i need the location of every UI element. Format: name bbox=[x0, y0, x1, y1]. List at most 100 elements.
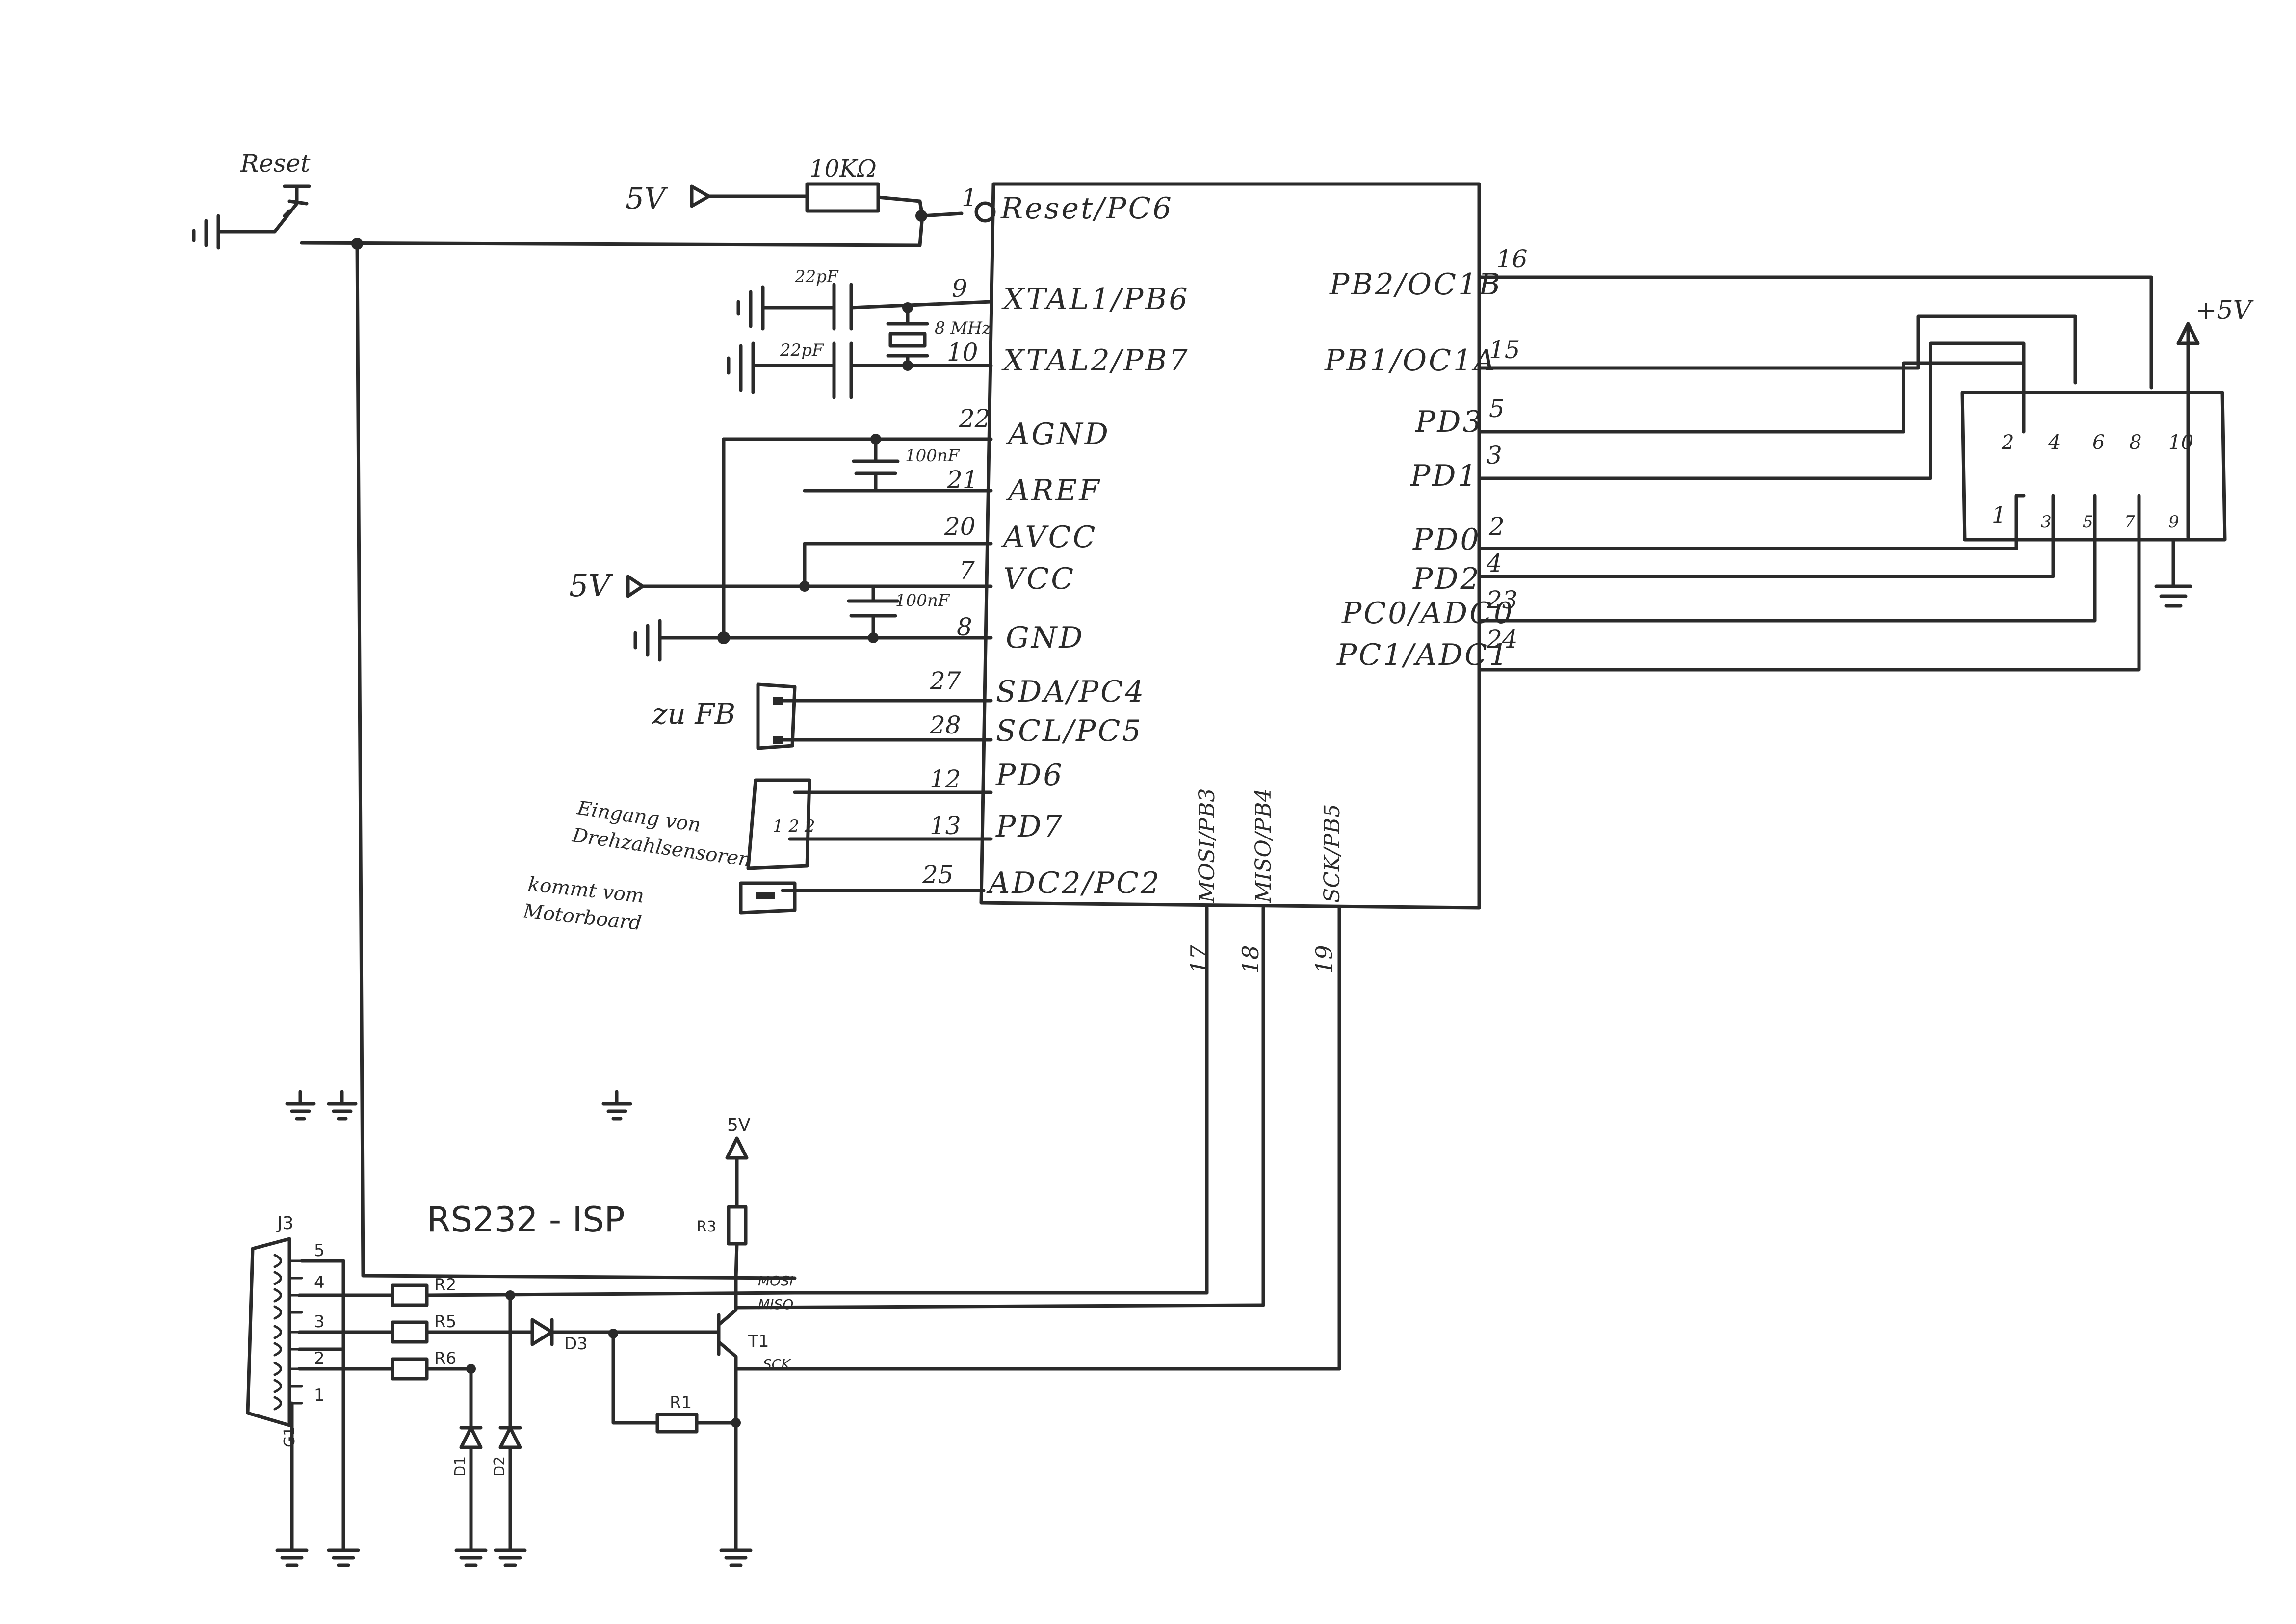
reset-supply-label: 5V bbox=[626, 182, 668, 216]
j3-label: J3 bbox=[276, 1213, 294, 1233]
miso-pin-num: 18 bbox=[1237, 945, 1264, 974]
pb2-pin-num: 16 bbox=[1496, 245, 1528, 273]
vcc-pin-label: VCC bbox=[1003, 562, 1075, 596]
crystal-freq-label: 8 MHz bbox=[935, 318, 991, 338]
crystal-circuit: 22pF 22pF 8 MHz 9 XTAL1/PB6 10 XTAL2/PB7 bbox=[727, 267, 1190, 399]
miso-pin-label: MISO/PB4 bbox=[1251, 788, 1276, 903]
pd3-pin-num: 5 bbox=[1489, 394, 1505, 423]
aref-cap-label: 100nF bbox=[905, 446, 960, 466]
d3-label: D3 bbox=[564, 1334, 588, 1354]
vcc-supply-label: 5V bbox=[569, 568, 613, 603]
vcc-cap-label: 100nF bbox=[895, 591, 950, 610]
header-pin-6-label: 6 bbox=[2092, 431, 2105, 454]
sck-pin-label: SCK/PB5 bbox=[1320, 804, 1345, 903]
db9-pin-5-num: 5 bbox=[314, 1241, 325, 1260]
r2-label: R2 bbox=[434, 1275, 456, 1295]
t1-label: T1 bbox=[748, 1332, 769, 1351]
agnd-pin-num: 22 bbox=[959, 404, 991, 433]
adc2-pin-label: ADC2/PC2 bbox=[986, 866, 1161, 900]
xtal1-pin-num: 9 bbox=[952, 274, 967, 303]
pd0-pin-num: 2 bbox=[1488, 512, 1505, 541]
resistor-r2 bbox=[391, 1283, 429, 1307]
rs232-title: RS232 - ISP bbox=[427, 1200, 625, 1240]
resistor-10k bbox=[805, 182, 880, 213]
db9-pin-8 bbox=[273, 1305, 303, 1320]
pd2-pin-label: PD2 bbox=[1412, 562, 1481, 596]
scl-pin-num: 28 bbox=[929, 711, 961, 739]
header-pin-10-label: 10 bbox=[2168, 431, 2193, 454]
isp-pins: MOSI/PB3 MISO/PB4 SCK/PB5 17 18 19 bbox=[1186, 788, 1345, 1371]
header-pin-7-label: 7 bbox=[2124, 512, 2135, 532]
fb-label: zu FB bbox=[652, 697, 735, 731]
gnd-pin-label: GND bbox=[1006, 621, 1085, 655]
db9-pin-1-num: 1 bbox=[314, 1386, 325, 1405]
crystal-cap2-label: 22pF bbox=[780, 341, 824, 360]
header-pin-5-label: 5 bbox=[2083, 512, 2093, 532]
avcc-pin-num: 20 bbox=[944, 512, 976, 541]
header-pin-4-label: 4 bbox=[2048, 431, 2061, 454]
r6-label: R6 bbox=[434, 1349, 456, 1368]
header-supply-label: +5V bbox=[2195, 296, 2254, 325]
pd7-pin-num: 13 bbox=[930, 812, 961, 840]
resistor-r1 bbox=[655, 1413, 699, 1434]
header-pin-1-label: 1 bbox=[1992, 501, 2006, 528]
db9-pin-3-num: 3 bbox=[314, 1312, 325, 1332]
adc2-pin-num: 25 bbox=[922, 861, 954, 889]
rs232-supply-label: 5V bbox=[727, 1115, 751, 1135]
r3-label: R3 bbox=[697, 1218, 716, 1235]
scl-pin-label: SCL/PC5 bbox=[996, 714, 1143, 748]
resistor-r5 bbox=[391, 1320, 429, 1344]
resistor-r3 bbox=[727, 1205, 748, 1246]
db9-pin-9 bbox=[273, 1271, 303, 1285]
pd0-pin-label: PD0 bbox=[1412, 523, 1481, 557]
xtal2-pin-num: 10 bbox=[947, 338, 978, 367]
reset-pin-label: Reset/PC6 bbox=[1000, 191, 1174, 226]
header-pin-8-label: 8 bbox=[2129, 431, 2141, 454]
sda-pin-label: SDA/PC4 bbox=[996, 675, 1146, 709]
aref-pin-label: AREF bbox=[1006, 473, 1101, 508]
db9-pin-2-num: 2 bbox=[314, 1349, 325, 1368]
xtal1-pin-label: XTAL1/PB6 bbox=[1001, 282, 1190, 316]
rs232-isp-circuit: RS232 - ISP J3 G1 5 4 3 2 1 R2 MOSI MISO bbox=[246, 1090, 1341, 1567]
pb2-pin-label: PB2/OC1B bbox=[1329, 267, 1502, 302]
pd2-pin-num: 4 bbox=[1486, 549, 1502, 577]
pd6-pin-num: 12 bbox=[930, 765, 961, 793]
db9-pin-4-num: 4 bbox=[314, 1273, 325, 1292]
r1-label: R1 bbox=[670, 1393, 692, 1413]
d1-label: D1 bbox=[452, 1456, 469, 1477]
g1-label: G1 bbox=[281, 1427, 298, 1447]
d2-label: D2 bbox=[491, 1456, 508, 1477]
microcontroller bbox=[979, 182, 1481, 910]
speed-sensor-connector: 1 2 2 Eingang von Drehzahlsensoren 12 PD… bbox=[571, 758, 1064, 871]
power-circuit: 22 AGND 100nF 21 AREF 20 AVCC 5V 7 VCC 1… bbox=[569, 404, 1108, 662]
xtal2-pin-label: XTAL2/PB7 bbox=[1001, 343, 1190, 378]
sda-pin-num: 27 bbox=[929, 667, 961, 695]
pb1-pin-num: 15 bbox=[1489, 336, 1520, 364]
reset-pin-num: 1 bbox=[962, 183, 977, 212]
miso-signal-label: MISO bbox=[758, 1296, 793, 1312]
pd7-pin-label: PD7 bbox=[995, 810, 1064, 844]
pc0-pin-num: 23 bbox=[1486, 586, 1518, 614]
right-pins: PB2/OC1B 16 PB1/OC1A 15 PD3 5 PD1 3 PD0 … bbox=[1324, 245, 2153, 672]
sck-pin-num: 19 bbox=[1311, 945, 1337, 974]
resistor-10k-label: 10KΩ bbox=[809, 155, 877, 183]
gnd-pin-num: 8 bbox=[957, 613, 972, 641]
motorboard-connector: kommt vom Motorboard 25 ADC2/PC2 bbox=[522, 861, 1161, 935]
reset-switch-label: Reset bbox=[240, 149, 311, 178]
speed-sensor-conn-mark: 1 2 2 bbox=[773, 816, 815, 836]
pc0-pin-label: PC0/ADC0 bbox=[1341, 596, 1514, 630]
aref-pin-num: 21 bbox=[946, 466, 978, 494]
resistor-r6 bbox=[391, 1357, 429, 1381]
db9-pin-6 bbox=[273, 1379, 303, 1393]
pd3-pin-label: PD3 bbox=[1415, 405, 1484, 439]
pc1-pin-label: PC1/ADC1 bbox=[1336, 638, 1510, 672]
r5-label: R5 bbox=[434, 1312, 456, 1332]
pc1-pin-num: 24 bbox=[1486, 625, 1518, 654]
db9-pin-5 bbox=[273, 1254, 303, 1268]
header-pin-3-label: 3 bbox=[2041, 512, 2052, 532]
fb-connector: zu FB 27 SDA/PC4 28 SCL/PC5 bbox=[652, 667, 1146, 750]
